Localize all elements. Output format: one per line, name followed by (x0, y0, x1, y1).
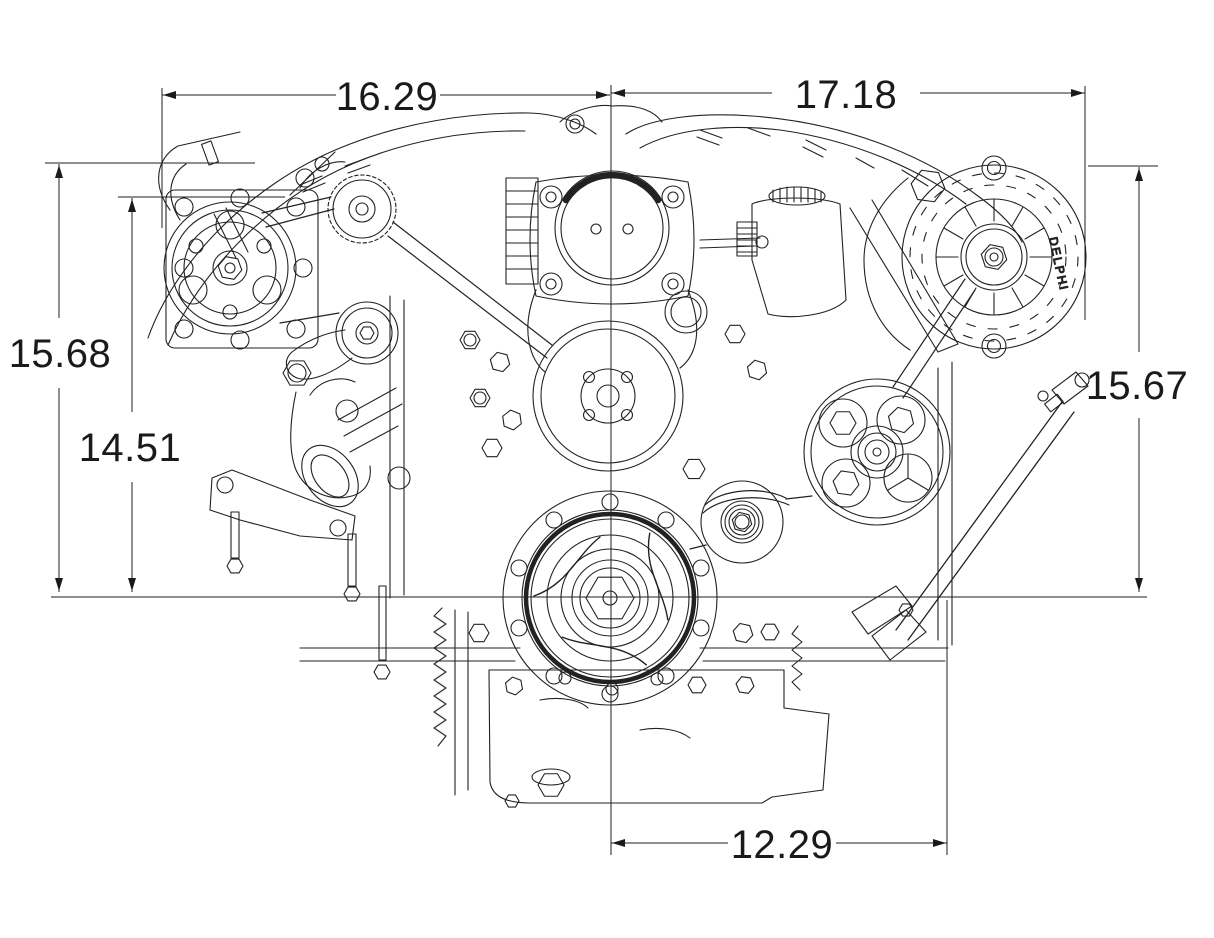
oil-pan (488, 669, 830, 807)
dim-label-15-68: 15.68 (9, 332, 112, 376)
engine-block (299, 295, 953, 796)
dimension-left-inner: 14.51 (79, 196, 285, 592)
water-pump-pulley (532, 320, 684, 472)
dim-label-15-67: 15.67 (1086, 364, 1189, 408)
throttle-body (505, 170, 769, 373)
valve-covers (147, 104, 1023, 346)
belt-tensioner (283, 301, 399, 385)
dim-label-14-51: 14.51 (79, 426, 182, 470)
dim-label-17-18: 17.18 (795, 73, 898, 117)
engine-line-art: DELPHI (147, 104, 1090, 808)
reference-lines (51, 85, 1147, 855)
idler-pulley-lower (683, 459, 784, 564)
dimension-top-right: 17.18 (611, 73, 1086, 320)
alternator: DELPHI (863, 155, 1087, 359)
serpentine-belt-lines (261, 196, 976, 550)
dim-label-12-29: 12.29 (731, 823, 834, 867)
ac-compressor (158, 131, 346, 350)
alternator-brand-text: DELPHI (1046, 236, 1071, 293)
crank-pulley (502, 490, 718, 706)
dimension-left-outer: 15.68 (9, 162, 255, 592)
water-neck (290, 378, 411, 508)
dipstick-tube (851, 371, 1090, 661)
exhaust-flange (209, 469, 360, 601)
dimension-top-left: 16.29 (161, 75, 610, 228)
power-steering-reservoir (736, 186, 959, 353)
dim-label-16-29: 16.29 (336, 75, 439, 119)
idler-pulley-upper (327, 174, 397, 244)
dimension-bottom: 12.29 (611, 600, 948, 867)
dimension-right: 15.67 (1086, 165, 1189, 592)
power-steering-pump (803, 378, 951, 526)
